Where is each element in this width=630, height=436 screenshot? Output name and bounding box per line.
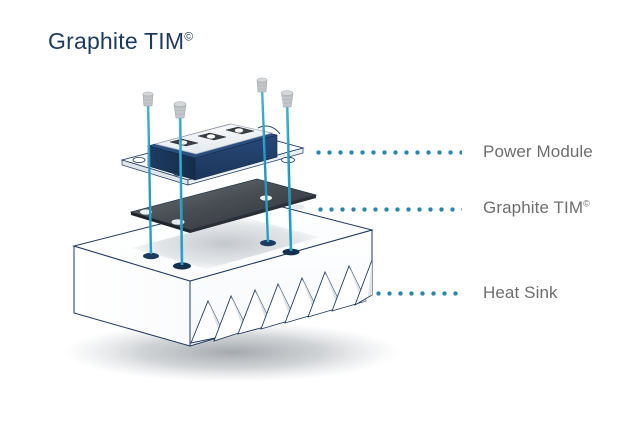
- heat-sink-screw-hole: [143, 252, 159, 260]
- heat-sink-screw-holes: [143, 239, 300, 270]
- screw-shaft: [178, 112, 184, 266]
- callout-label-graphite-tim-superscript: ©: [583, 198, 590, 209]
- copyright-superscript: ©: [184, 29, 194, 44]
- graphite-tim-edge: [190, 195, 316, 233]
- graphite-tim-hole: [291, 204, 305, 210]
- leader-line-graphite-tim: [318, 207, 462, 212]
- screw-shaft: [260, 87, 270, 243]
- screw: [280, 90, 294, 252]
- screw-shaft: [285, 101, 293, 252]
- screw: [173, 101, 187, 266]
- screw: [256, 77, 270, 243]
- graphite-tim-sheet-part: [129, 178, 318, 233]
- leader-line-power-module: [316, 150, 462, 155]
- screw-shaft: [146, 102, 153, 255]
- callout-label-heat-sink-text: Heat Sink: [483, 283, 558, 302]
- page-title: Graphite TIM©: [48, 28, 193, 55]
- screw: [142, 91, 154, 255]
- callout-label-power-module-text: Power Module: [483, 142, 593, 161]
- power-module-mounting-hole: [132, 156, 146, 163]
- callout-label-heat-sink: Heat Sink: [483, 283, 558, 303]
- heat-sink-screw-hole: [260, 239, 276, 247]
- leader-line-heat-sink: [376, 291, 462, 296]
- ground-shadow: [64, 322, 400, 382]
- heat-sink-top-shadow: [132, 218, 320, 269]
- heat-sink-fins: [190, 259, 373, 344]
- power-module-die-pad: [197, 132, 227, 141]
- heat-sink-screw-hole: [173, 262, 191, 270]
- graphite-tim-edge: [131, 212, 190, 233]
- heat-sink-screw-hole: [282, 248, 300, 256]
- callout-label-graphite-tim: Graphite TIM©: [483, 198, 590, 218]
- callout-label-power-module: Power Module: [483, 142, 593, 162]
- power-module-die-pad: [225, 126, 255, 135]
- power-module-terminal-wire: [257, 125, 281, 135]
- page-title-text: Graphite TIM: [48, 28, 185, 54]
- screw-set: [142, 77, 294, 266]
- callout-label-graphite-tim-text: Graphite TIM: [483, 198, 584, 217]
